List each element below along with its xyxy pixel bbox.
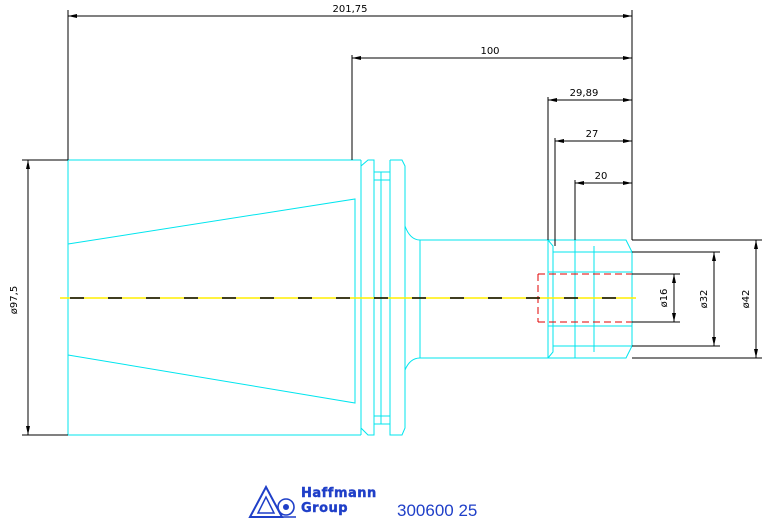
overall-length-text: 201,75 <box>333 4 368 15</box>
dimension-flange-diameter: ø97,5 <box>9 159 68 436</box>
neck-diameter-1-text: ø32 <box>699 290 710 309</box>
bore-depth-2-text: 27 <box>586 129 599 140</box>
dimension-neck-diameter-2: ø42 <box>632 239 762 359</box>
dimension-overall-length: 201,75 <box>67 4 633 240</box>
dimension-bore-depth-1: 29,89 <box>547 88 632 240</box>
collar-2 <box>389 159 406 436</box>
dimension-neck-diameter-1: ø32 <box>632 251 720 347</box>
neck-diameter-2-text: ø42 <box>741 290 752 309</box>
logo-word-1: Haffmann <box>301 486 377 501</box>
part-number: 300600 25 <box>397 501 478 520</box>
logo-mark-icon <box>248 484 296 518</box>
shank-length-text: 100 <box>480 46 499 57</box>
logo-word-2: Group <box>301 501 349 516</box>
company-logo: Haffmann Group <box>246 483 506 519</box>
end-face <box>548 239 633 359</box>
neck-bottom <box>404 357 548 371</box>
bore-depth-1-text: 29,89 <box>570 88 599 99</box>
end-chamfer-left <box>547 239 554 359</box>
bore-depth-3-text: 20 <box>595 171 608 182</box>
dimension-bore-diameter: ø16 <box>632 273 680 323</box>
taper-cone <box>67 198 356 404</box>
neck-top <box>404 225 548 241</box>
flange-diameter-text: ø97,5 <box>9 286 20 314</box>
dimension-bore-depth-3: 20 <box>574 171 632 240</box>
dimension-shank-length: 100 <box>351 46 632 160</box>
dimension-bore-depth-2: 27 <box>554 129 632 246</box>
bore-diameter-text: ø16 <box>659 289 670 308</box>
